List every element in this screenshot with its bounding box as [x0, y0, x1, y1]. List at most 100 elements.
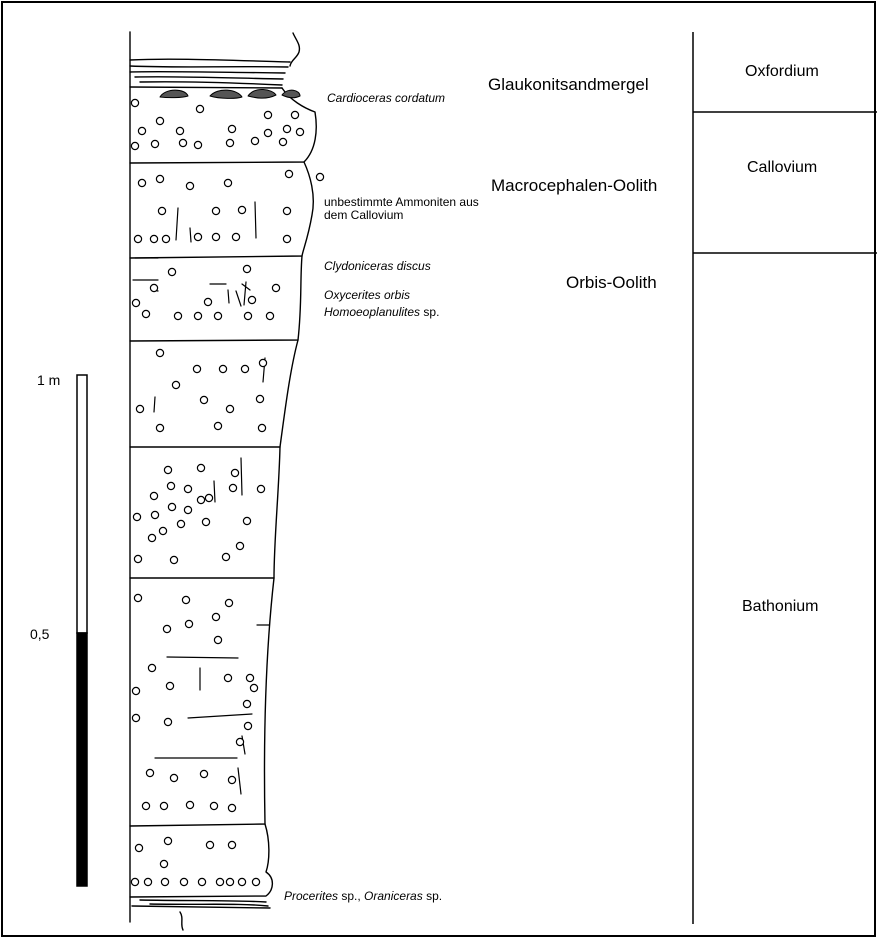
ooid: [229, 484, 236, 491]
ooid: [186, 182, 193, 189]
ooid: [296, 128, 303, 135]
ooid: [244, 722, 251, 729]
ooid: [184, 506, 191, 513]
ooid: [225, 599, 232, 606]
ooid: [202, 518, 209, 525]
ooid: [151, 140, 158, 147]
ooid: [182, 596, 189, 603]
ooid: [132, 687, 139, 694]
ooid: [170, 556, 177, 563]
ooid: [257, 485, 264, 492]
ooid: [279, 138, 286, 145]
ooid-markers: [131, 99, 323, 885]
ooid: [158, 207, 165, 214]
ooid: [164, 466, 171, 473]
ooid: [256, 395, 263, 402]
ooid: [170, 774, 177, 781]
ooid: [228, 125, 235, 132]
ooid: [226, 405, 233, 412]
ooid: [163, 625, 170, 632]
ooid: [184, 485, 191, 492]
ooid: [168, 503, 175, 510]
ooid: [156, 175, 163, 182]
ooid: [226, 878, 233, 885]
ooid: [162, 235, 169, 242]
ooid: [232, 233, 239, 240]
ooid: [196, 105, 203, 112]
ooid: [272, 284, 279, 291]
ooid: [243, 517, 250, 524]
ooid: [150, 235, 157, 242]
ooid: [206, 841, 213, 848]
ooid: [185, 620, 192, 627]
ooid: [231, 469, 238, 476]
fossil-homoeoplanulites-sp: sp.: [420, 305, 439, 319]
ooid: [142, 310, 149, 317]
ooid: [142, 802, 149, 809]
ooid: [151, 511, 158, 518]
ooid: [135, 844, 142, 851]
bottom-laminae: [132, 900, 270, 908]
ooid: [210, 802, 217, 809]
ooid: [222, 553, 229, 560]
ooid: [238, 878, 245, 885]
ooid: [194, 312, 201, 319]
fossil-oraniceras-sp: sp.: [423, 889, 442, 903]
ooid: [172, 381, 179, 388]
ooid: [177, 520, 184, 527]
ooid: [266, 312, 273, 319]
ooid: [283, 125, 290, 132]
ooid: [198, 878, 205, 885]
ooid: [148, 534, 155, 541]
ooid: [246, 674, 253, 681]
ooid: [285, 170, 292, 177]
laminated-layer: [130, 59, 290, 85]
ooid: [214, 636, 221, 643]
ooid: [134, 594, 141, 601]
ooid: [160, 860, 167, 867]
ooid: [131, 99, 138, 106]
bed-3-outline: [130, 256, 302, 341]
ooid: [179, 139, 186, 146]
bottom-weathered-edge: [180, 912, 183, 930]
ooid: [197, 464, 204, 471]
unit-orbis-oolith: Orbis-Oolith: [566, 274, 657, 293]
ooid: [228, 804, 235, 811]
fossil-homoeoplanulites-genus: Homoeoplanulites: [324, 305, 420, 319]
unit-glaukonitsandmergel: Glaukonitsandmergel: [488, 76, 649, 95]
ooid: [176, 127, 183, 134]
fossil-homoeoplanulites: Homoeoplanulites sp.: [324, 306, 439, 319]
fossil-procerites-genus: Procerites: [284, 889, 338, 903]
ooid: [161, 878, 168, 885]
ooid: [214, 312, 221, 319]
ooid: [148, 664, 155, 671]
ooid: [134, 555, 141, 562]
bed-4-outline: [130, 340, 298, 447]
ooid: [236, 542, 243, 549]
ooid: [224, 179, 231, 186]
ooid: [136, 405, 143, 412]
ammonite-fossil: [160, 90, 188, 98]
ooid: [264, 111, 271, 118]
stage-oxfordium: Oxfordium: [745, 63, 819, 81]
ooid: [132, 299, 139, 306]
fossil-procerites-oraniceras: Procerites sp., Oraniceras sp.: [284, 890, 442, 903]
ooid: [228, 841, 235, 848]
fossil-cardioceras: Cardioceras cordatum: [327, 92, 445, 105]
unit-macrocephalen-oolith: Macrocephalen-Oolith: [491, 177, 657, 196]
ooid: [174, 312, 181, 319]
ooid: [160, 802, 167, 809]
lithology-column: [130, 32, 316, 930]
ooid: [156, 349, 163, 356]
ooid: [228, 776, 235, 783]
ooid: [194, 141, 201, 148]
ooid: [258, 424, 265, 431]
ooid: [131, 142, 138, 149]
ooid: [250, 684, 257, 691]
ammonite-fossil: [248, 89, 276, 98]
ooid: [316, 173, 323, 180]
ooid: [212, 207, 219, 214]
ooid: [252, 878, 259, 885]
ooid: [156, 117, 163, 124]
